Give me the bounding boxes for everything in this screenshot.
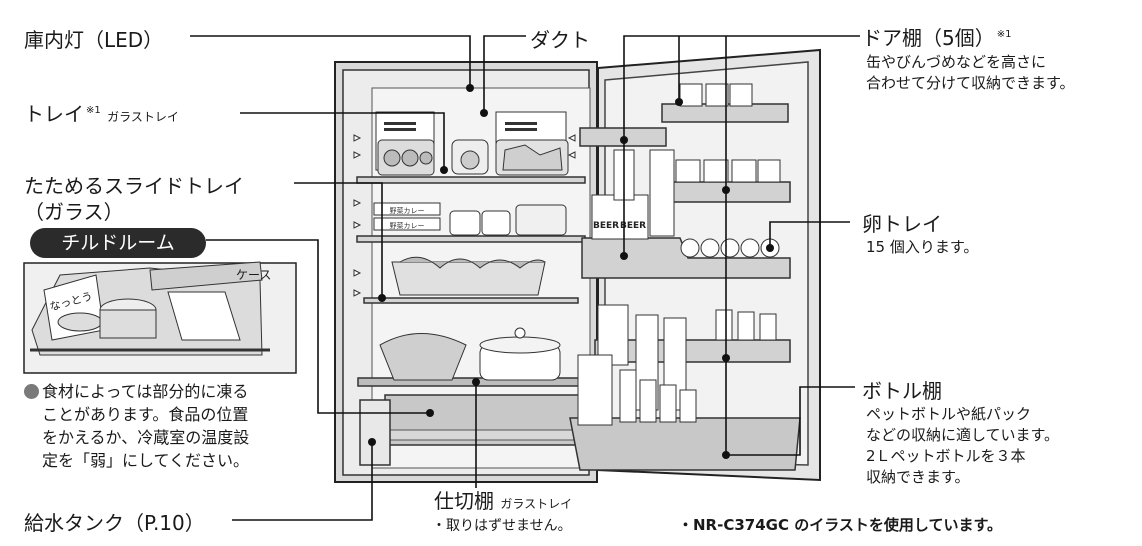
label-chilled-room: チルドルーム [30, 228, 206, 258]
label-tray: トレイ※1 ガラストレイ [24, 98, 179, 127]
side-vents [353, 134, 576, 297]
label-water-tank: 給水タンク（P.10） [24, 511, 205, 535]
chilled-room-inset: なっとう [23, 261, 297, 374]
label-interior-light: 庫内灯（LED） [24, 28, 164, 52]
label-case: ケース [236, 268, 272, 282]
chilled-note-line-2: ことがあります。食品の位置 [42, 405, 249, 424]
curry-box-label-1: 野菜カレー [390, 206, 425, 215]
beer-label-2: BEER [620, 221, 646, 231]
egg-tray-note: 15 個入ります。 [866, 238, 979, 256]
label-duct: ダクト [530, 28, 590, 52]
water-tank [359, 399, 391, 466]
leader-lines [190, 35, 860, 521]
door-shelf-note-line-2: 合わせて分けて収納できます。 [866, 74, 1075, 92]
lower-shelf-food [379, 327, 561, 381]
label-door-shelf-text: ドア棚（5個） [862, 26, 995, 50]
middle-shelf-food [391, 204, 567, 296]
bottle-shelf-note: ペットボトルや紙パック などの収納に適しています。 2Ｌペットボトルを３本 収納… [866, 404, 1059, 488]
label-door-shelf-mark: ※1 [996, 29, 1012, 41]
door-shelf-note: 缶やびんづめなどを高さに 合わせて分けて収納できます。 [866, 52, 1075, 94]
label-divider-shelf-text: 仕切棚 [434, 489, 494, 513]
leader-dots [368, 84, 774, 459]
bottle-shelf-note-line-2: などの収納に適しています。 [866, 426, 1060, 444]
label-foldable-tray-glass: （ガラス） [24, 200, 124, 224]
curry-boxes: 野菜カレー 野菜カレー [373, 202, 441, 231]
chilled-note-line-4: 定を「弱」にしてください。 [42, 451, 250, 470]
label-egg-tray: 卵トレイ [862, 212, 942, 236]
label-foldable-tray: たためるスライドトレイ [24, 174, 244, 198]
label-tray-sub: ガラストレイ [107, 110, 179, 124]
label-divider-shelf: 仕切棚 ガラストレイ [434, 485, 572, 514]
door-items [577, 83, 781, 426]
chilled-note-line-3: をかえるか、冷蔵室の温度設 [42, 428, 250, 447]
bottle-shelf-note-line-1: ペットボトルや紙パック [866, 405, 1032, 423]
label-door-shelf: ドア棚（5個）※1 [862, 22, 1011, 51]
chilled-note-line-1: 食材によっては部分的に凍る [42, 382, 249, 401]
curry-box-label-2: 野菜カレー [390, 221, 425, 230]
label-tray-mark: ※1 [86, 105, 101, 117]
top-shelf-food [377, 139, 569, 176]
label-tray-text: トレイ [24, 102, 84, 126]
label-divider-note: ・取りはずせません。 [432, 518, 572, 534]
footer-note: ・NR-C374GC のイラストを使用しています。 [678, 516, 1002, 534]
door-shelf-note-line-1: 缶やびんづめなどを高さに [866, 53, 1047, 71]
label-divider-shelf-sub: ガラストレイ [500, 497, 573, 511]
bottle-shelf-note-line-4: 収納できます。 [866, 468, 970, 486]
beer-label-1: BEER [593, 221, 619, 231]
chilled-room-note: 食材によっては部分的に凍る ことがあります。食品の位置 をかえるか、冷蔵室の温度… [24, 380, 324, 472]
bottle-shelf-note-line-3: 2Ｌペットボトルを３本 [866, 447, 1026, 465]
bullet-dot [24, 384, 39, 399]
label-bottle-shelf: ボトル棚 [862, 379, 942, 403]
